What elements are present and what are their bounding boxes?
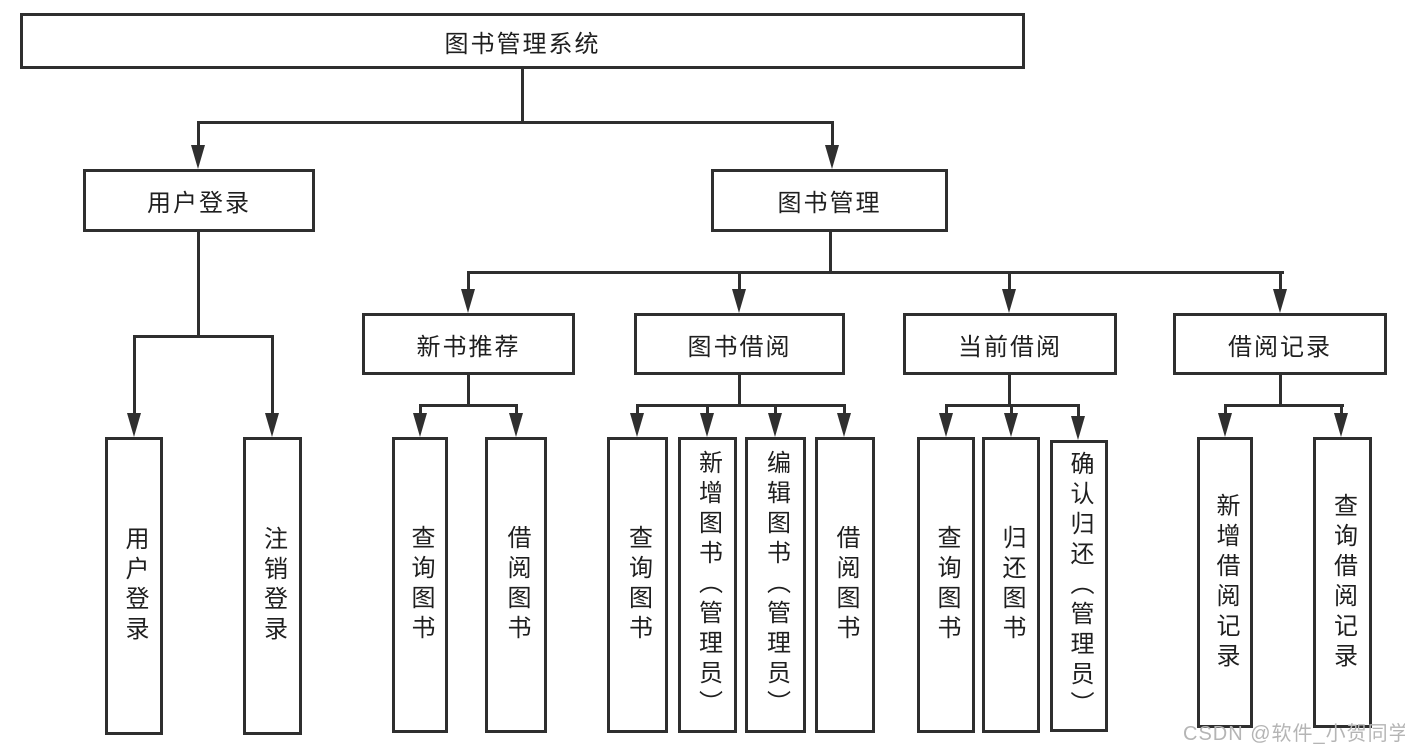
leaf-records-query-record: 查询借阅记录 [1313, 437, 1372, 728]
arrowhead-to-current-borrow [1002, 289, 1016, 313]
connector-records-leaf2-stub [1340, 404, 1343, 416]
connector-borrow-stub [738, 271, 741, 291]
connector-login-stub [197, 121, 200, 148]
connector-records-leaf1-stub [1224, 404, 1227, 416]
node-book-management: 图书管理 [711, 169, 948, 232]
node-user-login: 用户登录 [83, 169, 315, 232]
arrowhead-to-current-query-books [939, 413, 953, 437]
arrowhead-to-borrow-records [1273, 289, 1287, 313]
leaf-recommend-borrow-books: 借阅图书 [485, 437, 547, 733]
leaf-recommend-query-books: 查询图书 [392, 437, 448, 733]
connector-root-horizontal [197, 121, 834, 124]
leaf-current-return-books: 归还图书 [982, 437, 1040, 733]
csdn-watermark: CSDN @软件_小贺同学 [1183, 723, 1405, 745]
connector-records-horizontal [1224, 404, 1344, 407]
connector-borrow-leaf2-stub [706, 404, 709, 416]
connector-login-vertical [197, 232, 200, 336]
node-current-borrow: 当前借阅 [903, 313, 1117, 375]
node-book-borrow: 图书借阅 [634, 313, 845, 375]
leaf-logout: 注销登录 [243, 437, 302, 735]
arrowhead-to-records-query-record [1334, 413, 1348, 437]
arrowhead-to-book-management [825, 145, 839, 169]
leaf-borrow-borrow-books: 借阅图书 [815, 437, 875, 733]
connector-borrow-leaf3-stub [774, 404, 777, 416]
connector-current-stub [1008, 271, 1011, 291]
arrowhead-to-current-confirm-return [1071, 416, 1085, 440]
connector-borrow-leaf4-stub [843, 404, 846, 416]
leaf-borrow-add-books-admin: 新增图书（管理员） [678, 437, 737, 733]
arrowhead-to-current-return-books [1004, 413, 1018, 437]
connector-records-vertical [1279, 375, 1282, 406]
connector-borrow-vertical [738, 375, 741, 406]
connector-recommend-leaf2-stub [515, 404, 518, 416]
connector-current-vertical [1008, 375, 1011, 406]
arrowhead-to-borrow-add-books [700, 413, 714, 437]
connector-login-leaf2-stub [271, 335, 274, 415]
connector-recommend-vertical [467, 375, 470, 406]
connector-recommend-leaf1-stub [419, 404, 422, 416]
leaf-user-login: 用户登录 [105, 437, 163, 735]
arrowhead-to-user-login [191, 145, 205, 169]
arrowhead-to-records-add-record [1218, 413, 1232, 437]
node-new-book-recommend: 新书推荐 [362, 313, 575, 375]
connector-mgmt-vertical [829, 232, 832, 273]
connector-current-leaf2-stub [1010, 404, 1013, 416]
arrowhead-to-leaf-user-login [127, 413, 141, 437]
arrowhead-to-recommend-query-books [413, 413, 427, 437]
connector-recommend-horizontal [419, 404, 518, 407]
connector-borrow-leaf1-stub [636, 404, 639, 416]
arrowhead-to-book-borrow [732, 289, 746, 313]
arrowhead-to-leaf-logout [265, 413, 279, 437]
connector-current-leaf1-stub [945, 404, 948, 416]
node-borrow-records: 借阅记录 [1173, 313, 1387, 375]
connector-recommend-stub [467, 271, 470, 291]
leaf-borrow-edit-books-admin: 编辑图书（管理员） [745, 437, 806, 733]
connector-current-leaf3-stub [1077, 404, 1080, 418]
leaf-current-query-books: 查询图书 [917, 437, 975, 733]
node-library-management-system: 图书管理系统 [20, 13, 1025, 69]
arrowhead-to-borrow-edit-books [768, 413, 782, 437]
leaf-records-add-record: 新增借阅记录 [1197, 437, 1253, 728]
connector-mgmt-stub [831, 121, 834, 148]
leaf-current-confirm-return-admin: 确认归还（管理员） [1050, 440, 1108, 732]
leaf-borrow-query-books: 查询图书 [607, 437, 668, 733]
arrowhead-to-new-book-recommend [461, 289, 475, 313]
connector-login-horizontal [133, 335, 274, 338]
connector-borrow-horizontal [636, 404, 846, 407]
connector-root-vertical [521, 69, 524, 122]
connector-records-stub [1279, 271, 1282, 291]
arrowhead-to-recommend-borrow-books [509, 413, 523, 437]
connector-login-leaf1-stub [133, 335, 136, 415]
arrowhead-to-borrow-query-books [630, 413, 644, 437]
connector-mgmt-horizontal [467, 271, 1284, 274]
arrowhead-to-borrow-borrow-books [837, 413, 851, 437]
